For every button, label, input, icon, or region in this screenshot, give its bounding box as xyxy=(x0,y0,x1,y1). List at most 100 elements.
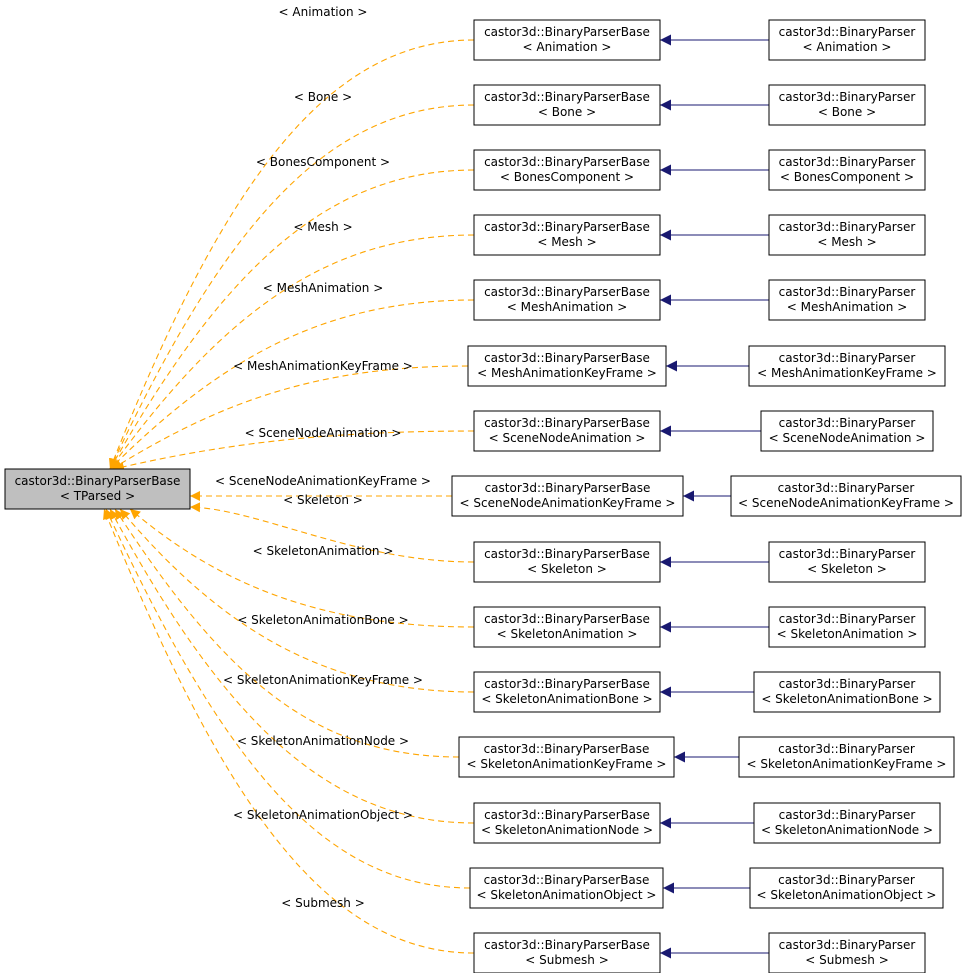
derived-class-node-name: castor3d::BinaryParser xyxy=(779,677,916,691)
template-edge xyxy=(119,508,475,693)
derived-class-node-name: castor3d::BinaryParser xyxy=(779,25,916,39)
edge-labels: < Animation >< Bone >< BonesComponent ><… xyxy=(215,5,431,910)
base-class-node-name: castor3d::BinaryParserBase xyxy=(484,677,650,691)
base-class-node-name: castor3d::BinaryParserBase xyxy=(484,938,650,952)
base-class-node[interactable]: castor3d::BinaryParserBase< SceneNodeAni… xyxy=(473,410,661,452)
derived-class-node[interactable]: castor3d::BinaryParser< Bone > xyxy=(768,84,926,126)
derived-class-node-name: castor3d::BinaryParser xyxy=(779,155,916,169)
derived-class-node-param: < SceneNodeAnimation > xyxy=(769,431,926,445)
template-edge xyxy=(189,502,475,563)
base-class-node-param: < SkeletonAnimationObject > xyxy=(477,888,657,902)
base-class-node[interactable]: castor3d::BinaryParserBase< SceneNodeAni… xyxy=(451,475,684,517)
base-class-node[interactable]: castor3d::BinaryParserBase< BonesCompone… xyxy=(473,149,661,191)
template-edge xyxy=(114,508,460,758)
derived-class-node[interactable]: castor3d::BinaryParser< Submesh > xyxy=(768,932,926,973)
derived-class-node[interactable]: castor3d::BinaryParser< SceneNodeAnimati… xyxy=(730,475,962,517)
derived-class-node[interactable]: castor3d::BinaryParser< SkeletonAnimatio… xyxy=(738,736,955,778)
root-class-name: castor3d::BinaryParserBase xyxy=(15,474,181,488)
derived-class-node-param: < SkeletonAnimation > xyxy=(777,627,918,641)
template-argument-label: < SkeletonAnimationNode > xyxy=(237,734,409,748)
derived-class-node[interactable]: castor3d::BinaryParser< BonesComponent > xyxy=(768,149,926,191)
base-class-node-name: castor3d::BinaryParserBase xyxy=(484,155,650,169)
base-class-node[interactable]: castor3d::BinaryParserBase< Mesh > xyxy=(473,214,661,256)
derived-class-node-name: castor3d::BinaryParser xyxy=(779,416,916,430)
template-edge xyxy=(109,39,475,470)
base-class-node[interactable]: castor3d::BinaryParserBase< SkeletonAnim… xyxy=(473,671,661,713)
base-class-node[interactable]: castor3d::BinaryParserBase< Bone > xyxy=(473,84,661,126)
base-class-node-name: castor3d::BinaryParserBase xyxy=(484,285,650,299)
template-argument-label: < SkeletonAnimationBone > xyxy=(237,613,408,627)
derived-class-node[interactable]: castor3d::BinaryParser< SkeletonAnimatio… xyxy=(749,867,944,909)
derived-class-node-name: castor3d::BinaryParser xyxy=(779,90,916,104)
derived-class-node[interactable]: castor3d::BinaryParser< Skeleton > xyxy=(768,541,926,583)
base-class-node[interactable]: castor3d::BinaryParserBase< SkeletonAnim… xyxy=(473,606,661,648)
base-class-node[interactable]: castor3d::BinaryParserBase< MeshAnimatio… xyxy=(467,345,667,387)
derived-class-node-param: < SkeletonAnimationObject > xyxy=(757,888,937,902)
template-edge xyxy=(129,508,475,628)
template-argument-label: < BonesComponent > xyxy=(256,155,390,169)
derived-class-node[interactable]: castor3d::BinaryParser< Animation > xyxy=(768,19,926,61)
derived-class-node-name: castor3d::BinaryParser xyxy=(779,808,916,822)
base-class-node-name: castor3d::BinaryParserBase xyxy=(484,220,650,234)
base-class-node-param: < BonesComponent > xyxy=(500,170,634,184)
base-class-node[interactable]: castor3d::BinaryParserBase< SkeletonAnim… xyxy=(469,867,664,909)
base-class-node-param: < Skeleton > xyxy=(527,562,607,576)
base-class-node-param: < SkeletonAnimationBone > xyxy=(481,692,652,706)
derived-class-node-name: castor3d::BinaryParser xyxy=(779,285,916,299)
template-argument-label: < SkeletonAnimationObject > xyxy=(233,808,413,822)
root-class-node[interactable]: castor3d::BinaryParserBase < TParsed > xyxy=(4,468,191,510)
base-class-node[interactable]: castor3d::BinaryParserBase< Skeleton > xyxy=(473,541,661,583)
base-class-node-name: castor3d::BinaryParserBase xyxy=(484,351,650,365)
diagram-nodes: castor3d::BinaryParserBase < TParsed > c… xyxy=(4,19,962,973)
base-class-node-name: castor3d::BinaryParserBase xyxy=(484,90,650,104)
derived-class-node-name: castor3d::BinaryParser xyxy=(778,742,915,756)
base-class-node-name: castor3d::BinaryParserBase xyxy=(484,25,650,39)
diagram-edges xyxy=(103,34,769,959)
derived-class-node-param: < SkeletonAnimationKeyFrame > xyxy=(747,757,947,771)
derived-class-node[interactable]: castor3d::BinaryParser< MeshAnimationKey… xyxy=(748,345,946,387)
base-class-node-param: < SkeletonAnimationNode > xyxy=(481,823,653,837)
derived-class-node-name: castor3d::BinaryParser xyxy=(778,481,915,495)
template-argument-label: < SceneNodeAnimation > xyxy=(245,426,402,440)
derived-class-node[interactable]: castor3d::BinaryParser< SkeletonAnimatio… xyxy=(753,802,941,844)
template-argument-label: < MeshAnimationKeyFrame > xyxy=(233,359,413,373)
template-edge xyxy=(109,104,475,470)
derived-class-node-param: < Skeleton > xyxy=(807,562,887,576)
derived-class-node[interactable]: castor3d::BinaryParser< Mesh > xyxy=(768,214,926,256)
derived-class-node-param: < SkeletonAnimationBone > xyxy=(761,692,932,706)
base-class-node[interactable]: castor3d::BinaryParserBase< MeshAnimatio… xyxy=(473,279,661,321)
template-argument-label: < SkeletonAnimationKeyFrame > xyxy=(223,673,423,687)
derived-class-node[interactable]: castor3d::BinaryParser< SceneNodeAnimati… xyxy=(760,410,934,452)
base-class-node-param: < SkeletonAnimation > xyxy=(497,627,638,641)
derived-class-node-param: < Bone > xyxy=(818,105,876,119)
template-edge xyxy=(105,508,471,889)
root-class-param: < TParsed > xyxy=(60,489,135,503)
template-edge xyxy=(103,508,475,954)
base-class-node-name: castor3d::BinaryParserBase xyxy=(484,547,650,561)
derived-class-node[interactable]: castor3d::BinaryParser< SkeletonAnimatio… xyxy=(753,671,941,713)
base-class-node[interactable]: castor3d::BinaryParserBase< Submesh > xyxy=(473,932,661,973)
derived-class-node[interactable]: castor3d::BinaryParser< MeshAnimation > xyxy=(768,279,926,321)
derived-class-node-param: < SceneNodeAnimationKeyFrame > xyxy=(738,496,954,510)
template-edge xyxy=(109,299,475,470)
derived-class-node-param: < Mesh > xyxy=(817,235,876,249)
template-argument-label: < MeshAnimation > xyxy=(263,281,384,295)
template-argument-label: < Skeleton > xyxy=(283,493,363,507)
template-argument-label: < SceneNodeAnimationKeyFrame > xyxy=(215,474,431,488)
base-class-node-param: < Mesh > xyxy=(537,235,596,249)
base-class-node[interactable]: castor3d::BinaryParserBase< SkeletonAnim… xyxy=(458,736,675,778)
template-argument-label: < SkeletonAnimation > xyxy=(253,544,394,558)
base-class-node-name: castor3d::BinaryParserBase xyxy=(484,742,650,756)
template-edge xyxy=(109,169,475,470)
derived-class-node-param: < SkeletonAnimationNode > xyxy=(761,823,933,837)
derived-class-node-param: < Submesh > xyxy=(805,953,889,967)
derived-class-node-name: castor3d::BinaryParser xyxy=(779,547,916,561)
derived-class-node-name: castor3d::BinaryParser xyxy=(779,938,916,952)
base-class-node[interactable]: castor3d::BinaryParserBase< SkeletonAnim… xyxy=(473,802,661,844)
base-class-node-param: < Animation > xyxy=(523,40,612,54)
base-class-node-name: castor3d::BinaryParserBase xyxy=(484,416,650,430)
base-class-node[interactable]: castor3d::BinaryParserBase< Animation > xyxy=(473,19,661,61)
derived-class-node[interactable]: castor3d::BinaryParser< SkeletonAnimatio… xyxy=(768,606,926,648)
base-class-node-param: < SceneNodeAnimation > xyxy=(489,431,646,445)
